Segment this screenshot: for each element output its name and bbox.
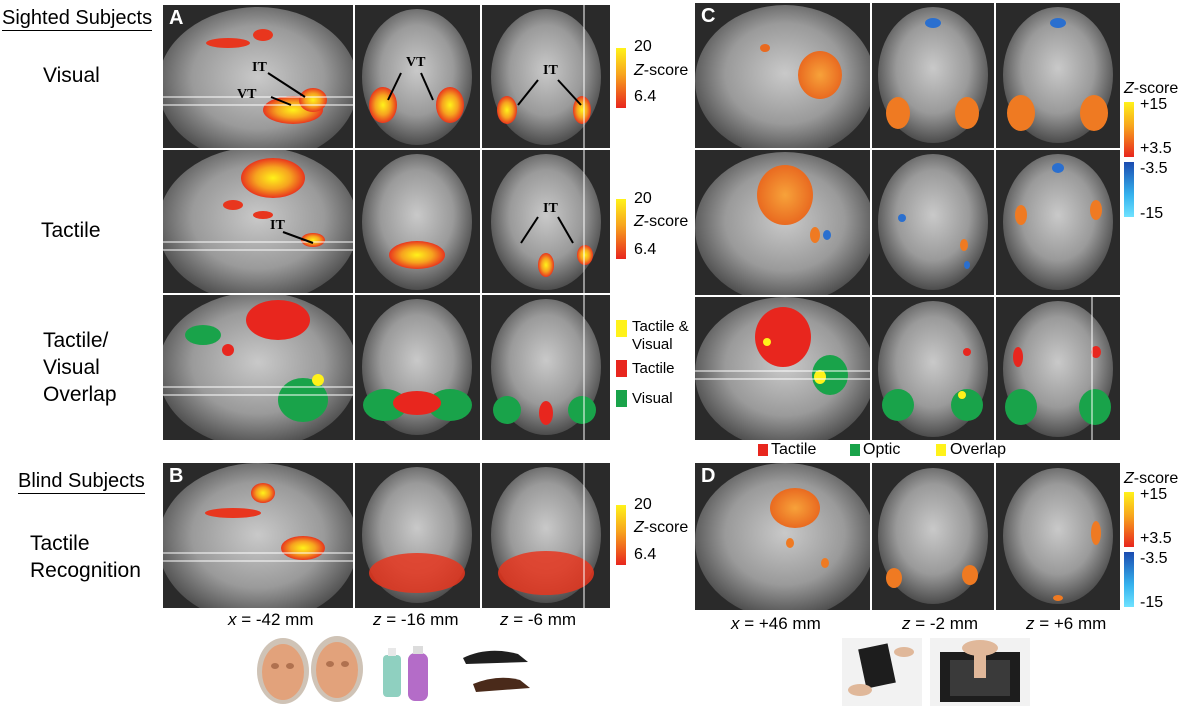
colorbar-d-neg-max: -15	[1140, 594, 1164, 611]
shoes-image	[463, 650, 530, 692]
panel-a-tactile-axial-1	[355, 150, 480, 293]
panel-a-visual-axial-2	[482, 5, 610, 148]
panel-a-overlap-sagittal	[163, 295, 353, 440]
colorbar-c-pos-min: +3.5	[1140, 140, 1172, 157]
colorbar-c-negative	[1124, 162, 1134, 217]
panel-letter-b: B	[169, 465, 184, 487]
bottles-image	[383, 646, 428, 701]
coord-left-x: x = -42 mm	[228, 610, 314, 629]
panel-letter-d: D	[701, 465, 716, 487]
colorbar-d-pos-min: +3.5	[1140, 530, 1172, 547]
colorbar-a-tactile	[616, 199, 626, 259]
legend-swatch-tactile	[616, 360, 627, 377]
box-apparatus-photo-1	[842, 638, 922, 706]
colorbar-c-label: Z-score	[1124, 80, 1179, 97]
label-vt-2: VT	[406, 55, 426, 70]
colorbar-a-tactile-max: 20	[634, 190, 652, 207]
legend-swatch-both	[616, 320, 627, 337]
colorbar-d-neg-min: -3.5	[1140, 550, 1168, 567]
coord-left-z1: z = -16 mm	[373, 610, 459, 629]
panel-b-axial-1	[355, 463, 480, 608]
panel-a: A	[163, 5, 610, 440]
colorbar-b	[616, 505, 626, 565]
coord-right-z2: z = +6 mm	[1026, 614, 1107, 633]
coord-right-x: x = +46 mm	[731, 614, 821, 633]
panel-b-axial-2	[482, 463, 610, 608]
legend-c-label-tactile: Tactile	[771, 441, 817, 458]
panel-a-tactile-axial-2	[482, 150, 610, 293]
row-label-overlap-line1: Tactile/	[43, 329, 109, 352]
panel-a-overlap-axial-2	[482, 295, 610, 440]
label-it-3: IT	[270, 218, 285, 233]
colorbar-c-positive	[1124, 102, 1134, 157]
panel-letter-a: A	[169, 7, 184, 29]
colorbar-d-label: Z-score	[1124, 470, 1179, 487]
annotation-arrows	[267, 72, 582, 244]
legend-label-tactile: Tactile	[632, 360, 675, 377]
colorbar-c-pos-max: +15	[1140, 96, 1168, 113]
panel-c-row1-sagittal	[695, 3, 870, 148]
panel-a-visual-sagittal	[163, 5, 353, 148]
panel-c-row2-axial-2	[996, 150, 1120, 295]
colorbar-a-tactile-min: 6.4	[634, 241, 657, 258]
panel-c-row3-axial-2	[996, 297, 1120, 440]
legend-c-label-overlap: Overlap	[950, 441, 1007, 458]
legend-swatch-visual	[616, 390, 627, 407]
colorbar-d-pos-max: +15	[1140, 486, 1168, 503]
panel-b-sagittal	[163, 463, 353, 608]
legend-c-swatch-overlap	[936, 444, 946, 456]
colorbar-b-min: 6.4	[634, 546, 657, 563]
panel-d-axial-1	[872, 463, 994, 610]
panel-c-row3-axial-1	[872, 297, 994, 440]
row-label-recog-line1: Tactile	[30, 532, 90, 555]
legend-c-swatch-tactile	[758, 444, 768, 456]
heading-sighted-subjects: Sighted Subjects	[2, 7, 153, 31]
colorbar-b-label: Z-score	[634, 519, 689, 536]
label-it-2: IT	[543, 63, 558, 78]
colorbar-a-visual-min: 6.4	[634, 88, 657, 105]
panel-letter-c: C	[701, 5, 716, 27]
colorbar-a-visual-label: Z-score	[634, 62, 689, 79]
row-label-overlap-line3: Overlap	[43, 383, 117, 406]
label-it-4: IT	[543, 201, 558, 216]
legend-label-both: Tactile & Visual	[632, 318, 689, 353]
face-masks-image	[257, 636, 363, 704]
panel-c-row2-axial-1	[872, 150, 994, 295]
panel-b: B	[163, 463, 610, 608]
legend-c-label-optic: Optic	[863, 441, 901, 458]
panel-c-row2-sagittal	[695, 150, 870, 295]
panel-d: D	[695, 463, 1120, 610]
colorbar-c-neg-max: -15	[1140, 205, 1164, 222]
panel-a-tactile-sagittal	[163, 150, 353, 293]
colorbar-a-tactile-label: Z-score	[634, 213, 689, 230]
panel-c-row1-axial-2	[996, 3, 1120, 148]
legend-c-swatch-optic	[850, 444, 860, 456]
box-apparatus-photo-2	[930, 638, 1030, 706]
colorbar-c-neg-min: -3.5	[1140, 160, 1168, 177]
panel-d-sagittal	[695, 463, 870, 610]
row-label-tactile: Tactile	[41, 219, 101, 242]
coord-right-z1: z = -2 mm	[902, 614, 979, 633]
panel-a-overlap-axial-1	[355, 295, 480, 440]
panel-d-axial-2	[996, 463, 1120, 610]
label-vt-1: VT	[237, 87, 257, 102]
colorbar-a-visual-max: 20	[634, 38, 652, 55]
panel-c: C	[695, 3, 1120, 440]
coord-left-z2: z = -6 mm	[500, 610, 577, 629]
row-label-recog-line2: Recognition	[30, 559, 141, 582]
colorbar-d-negative	[1124, 552, 1134, 607]
legend-label-visual: Visual	[632, 390, 673, 407]
row-label-tactile-recognition: Tactile Recognition	[30, 530, 141, 584]
row-label-visual: Visual	[43, 64, 100, 87]
panel-c-row3-sagittal	[695, 297, 870, 440]
heading-blind-subjects: Blind Subjects	[18, 470, 145, 494]
colorbar-b-max: 20	[634, 496, 652, 513]
row-label-overlap-line2: Visual	[43, 356, 100, 379]
colorbar-d-positive	[1124, 492, 1134, 547]
panel-c-row1-axial-1	[872, 3, 994, 148]
colorbar-a-visual	[616, 48, 626, 108]
label-it-1: IT	[252, 60, 267, 75]
row-label-overlap: Tactile/ Visual Overlap	[43, 327, 117, 408]
